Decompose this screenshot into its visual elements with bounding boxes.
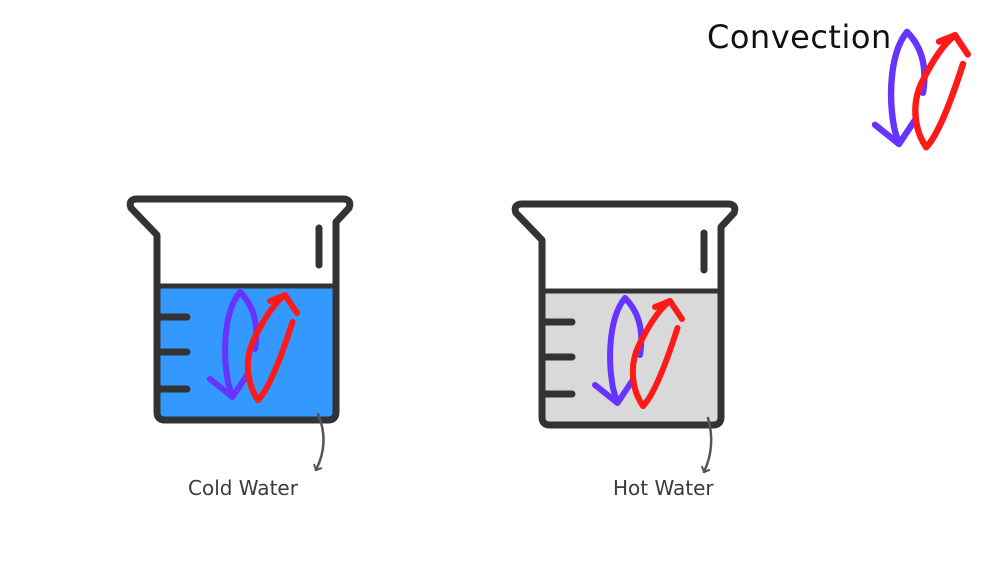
convection-arrows-hot-icon [592,295,685,409]
beaker-cold-outline [126,195,354,424]
convection-cycle-icon [871,28,972,151]
pointer-arrow-cold-icon [313,412,325,472]
legend-title: Convection [707,18,892,56]
caption-hot-water: Hot Water [613,476,714,500]
beaker-hot [511,200,739,474]
caption-cold-water: Cold Water [188,476,298,500]
pointer-arrow-hot-icon [701,416,713,474]
convection-arrows-cold-icon [207,289,300,403]
beaker-cold [126,195,354,472]
beaker-hot-outline [511,200,739,429]
